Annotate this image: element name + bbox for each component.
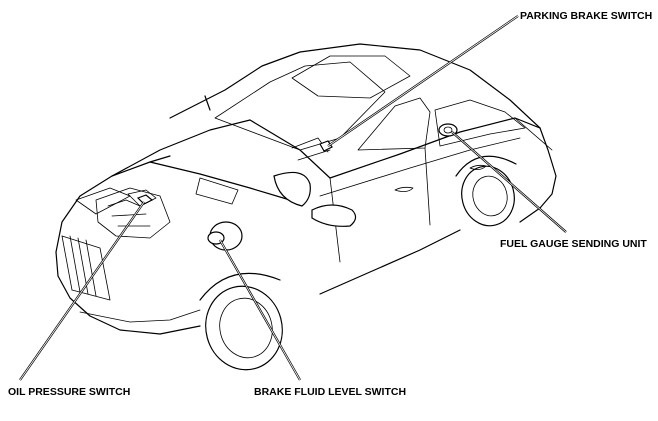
leader-lines — [19, 15, 567, 381]
label-brake-fluid-level-switch: BRAKE FLUID LEVEL SWITCH — [254, 386, 406, 398]
fuel-gauge-sending-unit-part — [438, 123, 458, 137]
label-parking-brake-switch: PARKING BRAKE SWITCH — [520, 10, 652, 22]
oil-pressure-switch-part — [136, 194, 154, 205]
parking-brake-switch-part — [319, 140, 333, 152]
label-oil-pressure-switch: OIL PRESSURE SWITCH — [8, 386, 130, 398]
car-body — [55, 43, 557, 371]
brake-fluid-level-switch-part — [207, 221, 243, 251]
label-fuel-gauge-sending-unit: FUEL GAUGE SENDING UNIT — [500, 238, 647, 250]
